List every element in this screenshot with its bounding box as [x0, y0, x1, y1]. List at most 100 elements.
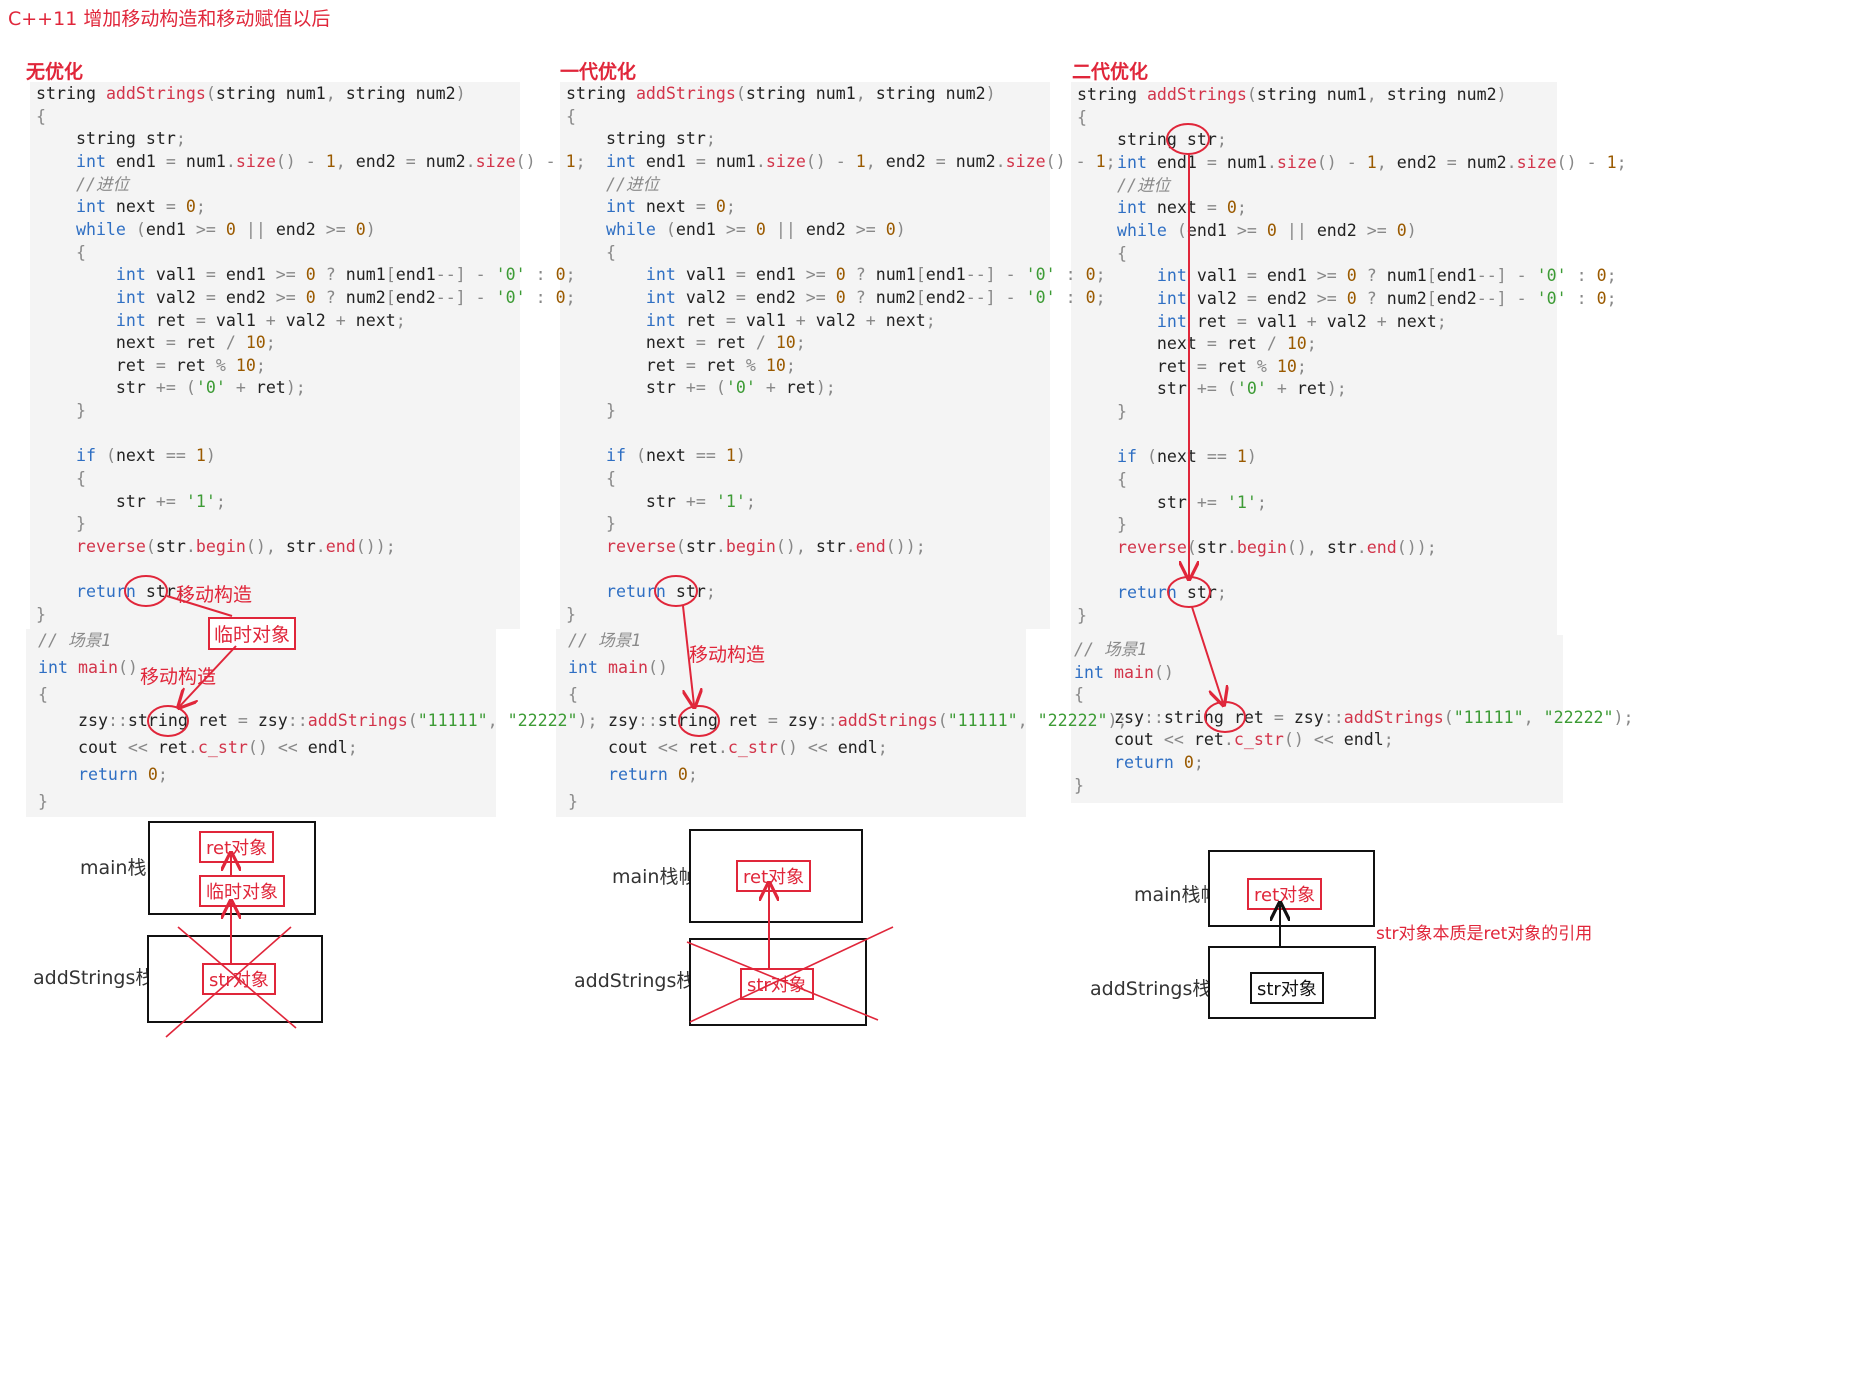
code-token: == — [1206, 447, 1237, 467]
addstrings-col3-line: int end1 = num1.size() - 1, end2 = num2.… — [1077, 153, 1627, 173]
code-token: } — [1074, 775, 1084, 795]
reference-note-label: str对象本质是ret对象的引用 — [1376, 924, 1593, 944]
code-token: [ — [915, 265, 926, 285]
code-token: (), — [245, 537, 286, 556]
code-token: ; — [725, 197, 736, 217]
code-token: () << — [777, 738, 838, 758]
code-token: size — [235, 151, 276, 171]
code-token: 0 — [755, 219, 766, 239]
code-token: return — [1074, 753, 1174, 772]
code-token: ret — [157, 738, 188, 758]
code-token: = — [165, 333, 186, 353]
code-token: reverse — [36, 537, 146, 556]
addstrings-col2-line: int val2 = end2 >= 0 ? num2[end2--] - '0… — [566, 288, 1106, 308]
code-token: == — [165, 446, 196, 466]
code-token: + — [865, 310, 886, 330]
code-token: >= — [805, 287, 836, 307]
code-token: ret — [705, 355, 746, 375]
code-token: } — [1077, 605, 1087, 625]
code-token: , — [325, 84, 346, 103]
addstrings-col3-line: int val2 = end2 >= 0 ? num2[end2--] - '0… — [1077, 289, 1617, 309]
code-token: + — [755, 378, 786, 398]
code-token: : — [525, 265, 556, 285]
code-token: ; — [1216, 130, 1227, 150]
code-token: () — [117, 657, 138, 677]
code-token: . — [1266, 152, 1277, 172]
code-token: } — [36, 514, 86, 534]
code-token: 0 — [1346, 288, 1357, 308]
addstrings-col2-line: int val1 = end1 >= 0 ? num1[end1--] - '0… — [566, 265, 1106, 285]
code-token: 10 — [775, 333, 796, 353]
code-token: 0 — [555, 265, 566, 285]
code-token: --] - — [965, 287, 1026, 307]
code-token: main — [1103, 662, 1154, 682]
code-token: --] - — [1476, 288, 1537, 308]
code-token: ( — [1443, 707, 1454, 727]
code-token: 0 — [1346, 266, 1357, 286]
main-col3-line: return 0; — [1074, 753, 1204, 773]
addstrings-col2-line: } — [566, 401, 616, 421]
code-token: num1 — [345, 265, 386, 285]
code-token: val1 — [1256, 311, 1307, 331]
code-token: ret — [255, 378, 286, 398]
code-token: cout — [1074, 730, 1164, 750]
code-token: ; — [1306, 334, 1317, 354]
code-token: int — [1077, 288, 1187, 308]
code-token: while — [1077, 220, 1167, 240]
main-col3-line: // 场景1 — [1074, 640, 1147, 660]
main-col1-line: cout << ret.c_str() << endl; — [38, 738, 358, 758]
code-token: next — [635, 197, 696, 217]
code-token: "11111" — [947, 711, 1018, 731]
code-token: return — [36, 582, 136, 602]
code-token: ( — [1166, 220, 1187, 240]
code-token: size — [1276, 152, 1317, 172]
code-token: { — [36, 469, 86, 489]
code-token: 0 — [1596, 266, 1607, 286]
code-token: ( — [125, 219, 146, 239]
code-token: << — [657, 738, 688, 758]
code-token: num1 — [185, 151, 226, 171]
code-token: ( — [1186, 538, 1197, 557]
code-token: + — [225, 378, 256, 398]
code-token: string — [566, 84, 636, 103]
code-token: string num1 — [745, 84, 856, 103]
code-token: string — [1077, 85, 1147, 104]
code-token: : — [1055, 265, 1086, 285]
code-token: str — [155, 537, 186, 556]
main-col2-line: } — [568, 792, 578, 812]
main-col2-line: int main() — [568, 658, 668, 678]
code-token: addStrings — [635, 84, 736, 103]
code-token: % — [745, 355, 766, 375]
code-token: "22222" — [1037, 711, 1108, 731]
code-token: } — [36, 401, 86, 421]
code-token: 0 — [555, 287, 566, 307]
addstrings-col2-line: { — [566, 469, 616, 489]
addstrings-frame-label-2: addStrings栈帧 — [574, 970, 715, 992]
addstrings-col1-line: str += ('0' + ret); — [36, 378, 306, 398]
code-token: next — [1146, 198, 1207, 218]
code-token: ret — [1077, 356, 1197, 376]
addstrings-col3-line: next = ret / 10; — [1077, 334, 1317, 354]
addstrings-frame-label-1: addStrings栈帧 — [33, 967, 174, 989]
code-token: = — [1206, 334, 1227, 354]
code-token: string str — [566, 129, 706, 149]
code-token: = — [1273, 707, 1294, 727]
code-token: 1 — [1236, 447, 1247, 467]
main-col1-line: // 场景1 — [38, 631, 111, 651]
code-token: 10 — [1276, 356, 1297, 376]
addstrings-col3-line: while (end1 >= 0 || end2 >= 0) — [1077, 221, 1417, 241]
code-token: >= — [805, 265, 836, 285]
code-token: = — [195, 310, 216, 330]
code-token: [ — [915, 287, 926, 307]
code-token: end — [325, 537, 356, 556]
code-token: "11111" — [1453, 707, 1524, 727]
main-code-panel-2 — [556, 629, 1026, 817]
code-token: '1' — [715, 491, 746, 511]
code-token: || — [235, 219, 276, 239]
code-token: ; — [395, 310, 406, 330]
code-token: num2 — [345, 287, 386, 307]
code-token: num1 — [1226, 152, 1267, 172]
code-token: //进位 — [36, 174, 130, 194]
code-token: int — [36, 197, 106, 217]
